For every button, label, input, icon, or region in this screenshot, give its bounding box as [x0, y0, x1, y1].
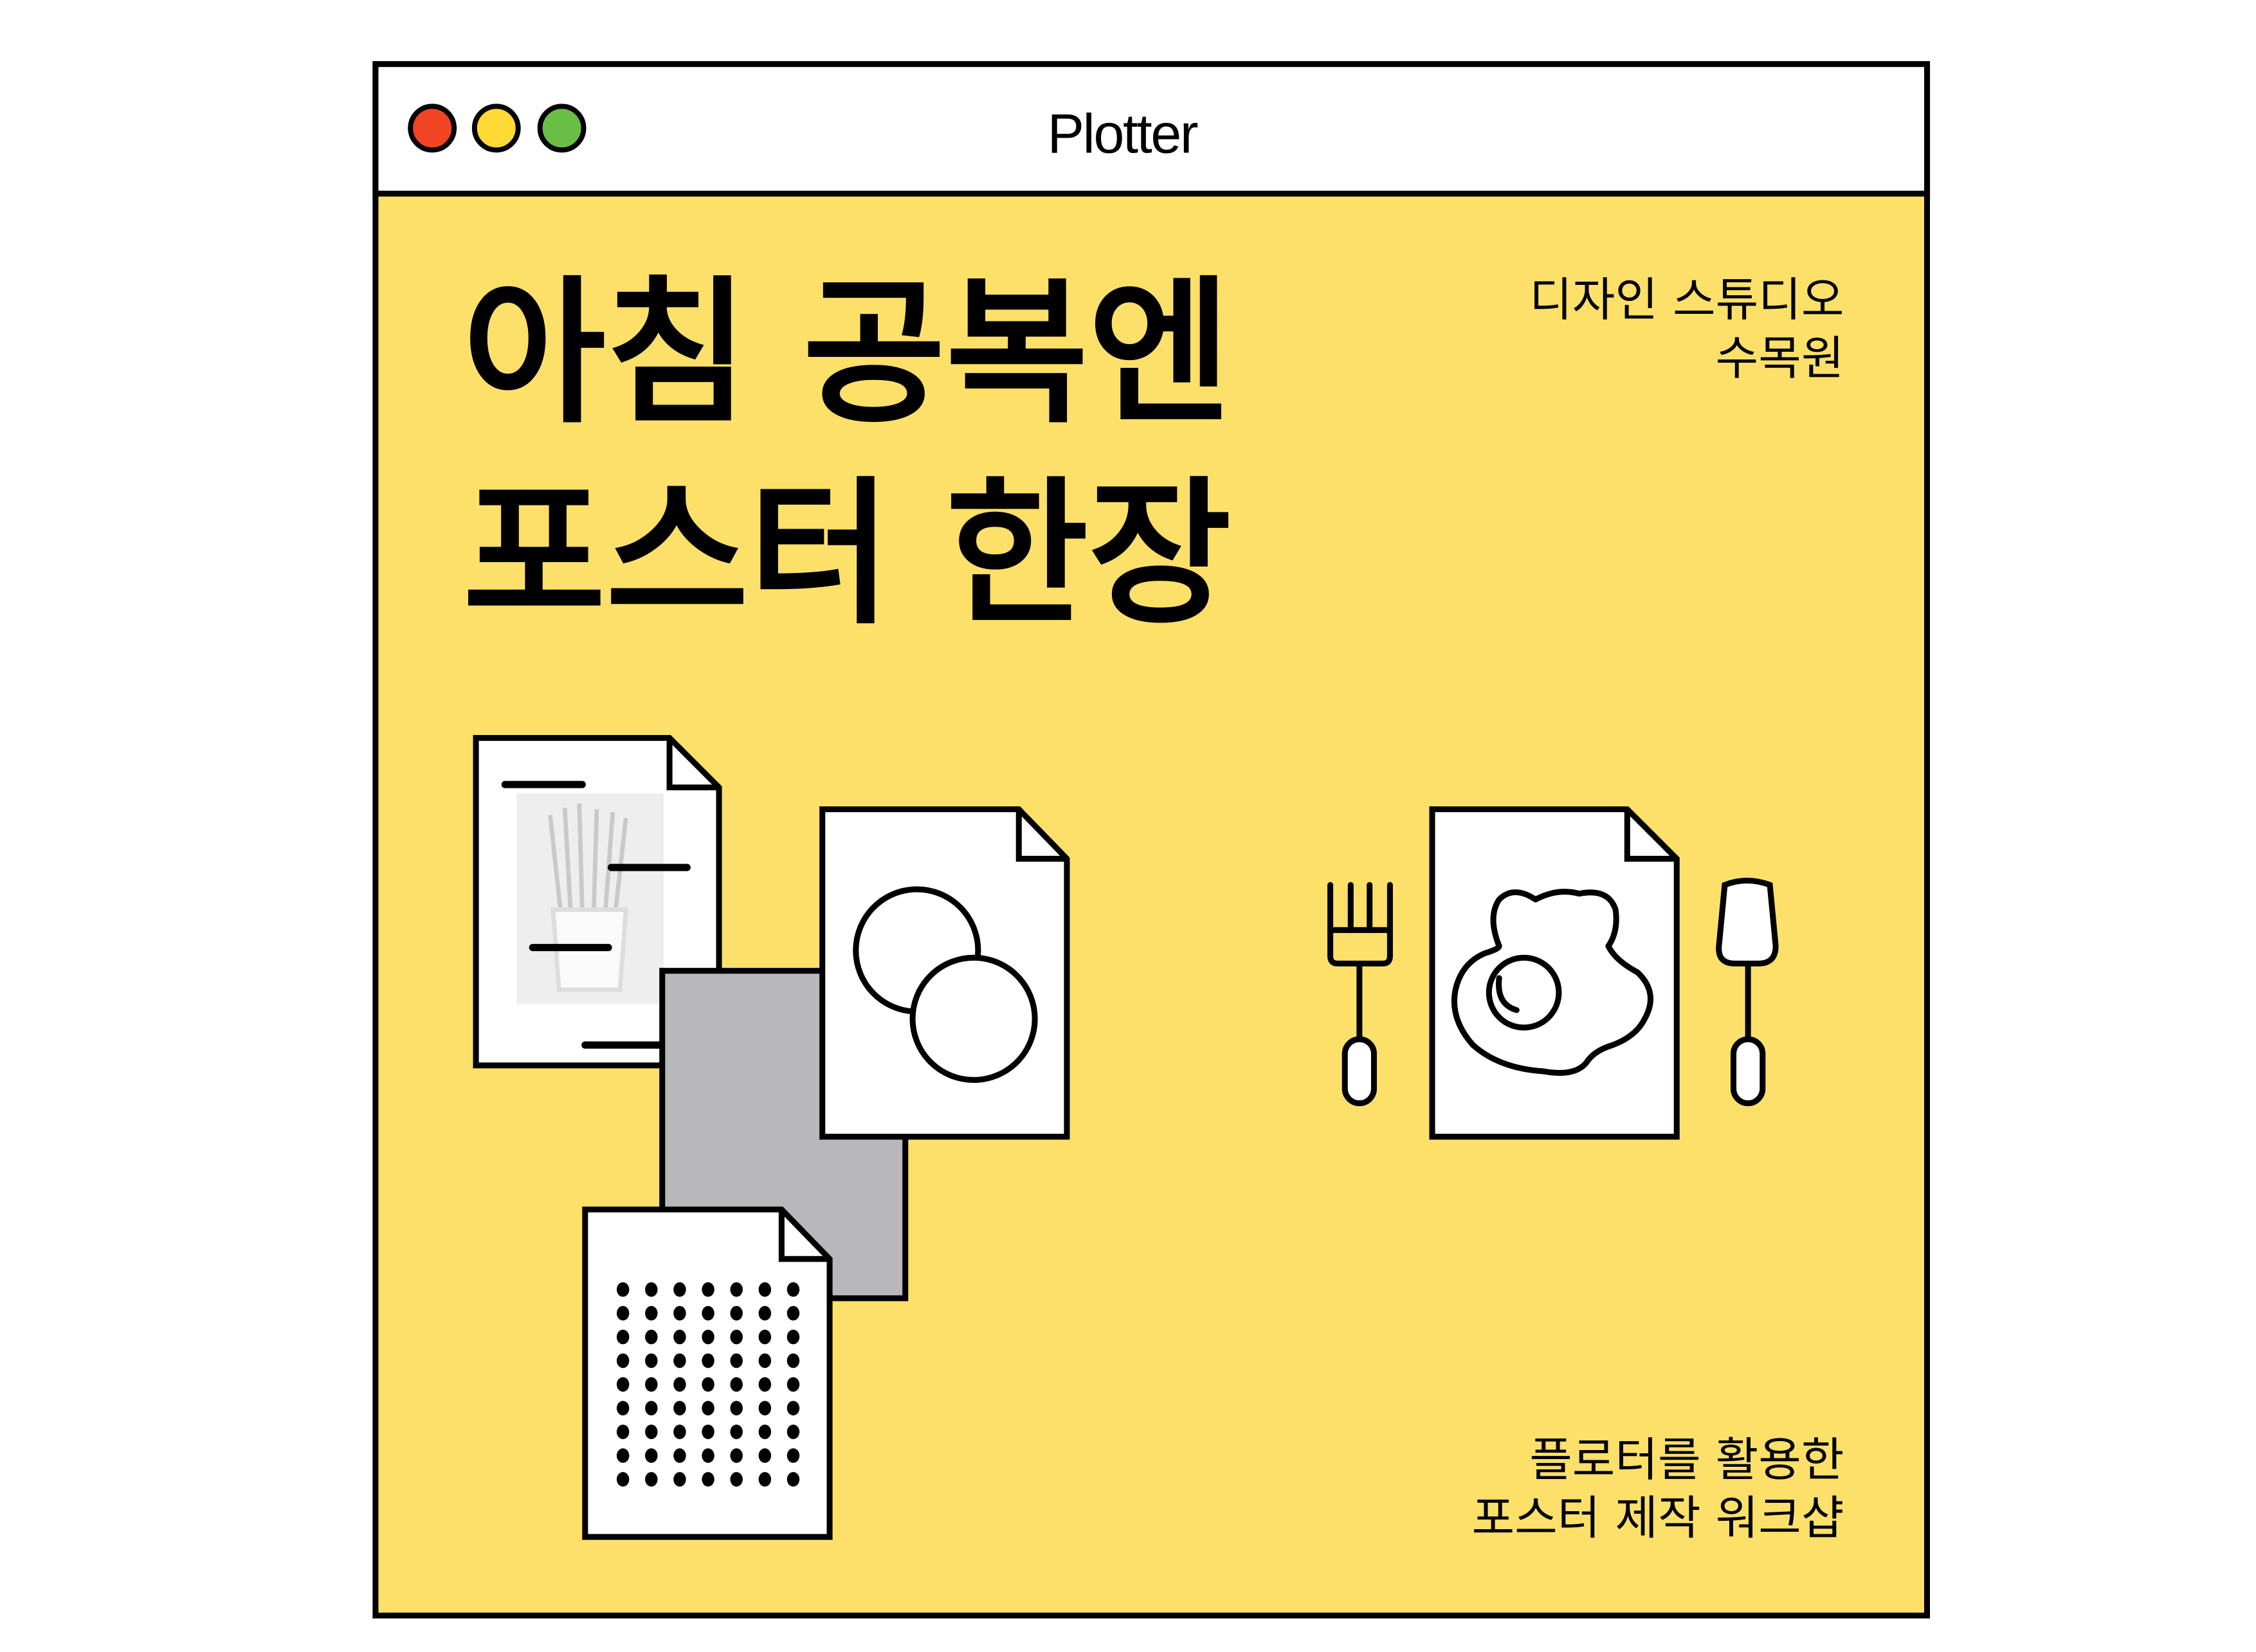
headline-line1: 아침 공복엔 [463, 262, 1232, 445]
dot [758, 1472, 772, 1487]
dot [645, 1329, 658, 1345]
dot [673, 1377, 686, 1392]
dot [730, 1424, 743, 1439]
organizer-line1: 디자인 스튜디오 [1529, 273, 1844, 327]
dot [645, 1448, 658, 1463]
dot [702, 1472, 714, 1487]
dot [673, 1401, 686, 1416]
dot [673, 1305, 686, 1321]
dot [616, 1401, 630, 1416]
subtitle-line1: 플로터를 활용한 [1529, 1433, 1844, 1487]
dot [673, 1282, 686, 1297]
dot [616, 1353, 630, 1368]
document-circles-icon [819, 806, 1070, 1140]
dot [758, 1353, 772, 1368]
dot [758, 1424, 772, 1439]
dot [702, 1282, 714, 1297]
dot [730, 1329, 743, 1345]
dot [702, 1424, 714, 1439]
dot [730, 1377, 743, 1392]
dot [645, 1353, 658, 1368]
dot [787, 1472, 800, 1487]
dot [702, 1353, 714, 1368]
dot [702, 1448, 714, 1463]
dot [616, 1448, 630, 1463]
dot [730, 1282, 743, 1297]
dot [616, 1424, 630, 1439]
dot [787, 1353, 800, 1368]
document-dots-icon [582, 1206, 833, 1540]
dot [702, 1401, 714, 1416]
dot [758, 1329, 772, 1345]
dot [645, 1377, 658, 1392]
dot [673, 1329, 686, 1345]
dot [645, 1472, 658, 1487]
dot [645, 1401, 658, 1416]
dot [787, 1448, 800, 1463]
subtitle-line2: 포스터 제작 워크샵 [1472, 1492, 1844, 1546]
fork-icon [1327, 882, 1393, 1107]
dot [730, 1305, 743, 1321]
dot [702, 1329, 714, 1345]
close-button[interactable] [408, 104, 457, 153]
window-title: Plotter [1048, 104, 1198, 165]
dot [730, 1353, 743, 1368]
dot [758, 1305, 772, 1321]
spoon-icon [1716, 877, 1779, 1107]
dot [702, 1377, 714, 1392]
dot [616, 1305, 630, 1321]
dot [758, 1282, 772, 1297]
dot [787, 1329, 800, 1345]
dot [616, 1377, 630, 1392]
dot [758, 1377, 772, 1392]
organizer-line2: 수목원 [1716, 332, 1844, 386]
headline-line2: 포스터 한장 [463, 462, 1232, 646]
dot [673, 1424, 686, 1439]
title-bar [372, 61, 1931, 197]
dot [787, 1424, 800, 1439]
dot [673, 1353, 686, 1368]
dot [787, 1282, 800, 1297]
dot [730, 1401, 743, 1416]
dot [787, 1401, 800, 1416]
dot [730, 1448, 743, 1463]
dot [645, 1424, 658, 1439]
dot [787, 1305, 800, 1321]
dot [673, 1472, 686, 1487]
dot [616, 1282, 630, 1297]
dot [616, 1329, 630, 1345]
dot [673, 1448, 686, 1463]
dot [645, 1305, 658, 1321]
maximize-button[interactable] [537, 104, 587, 153]
document-photo-icon [473, 735, 722, 1069]
dot [702, 1305, 714, 1321]
dot [758, 1401, 772, 1416]
dot [616, 1472, 630, 1487]
minimize-button[interactable] [471, 104, 521, 153]
dot [730, 1472, 743, 1487]
dot [758, 1448, 772, 1463]
dot [787, 1377, 800, 1392]
document-egg-icon [1429, 806, 1680, 1140]
dot [645, 1282, 658, 1297]
